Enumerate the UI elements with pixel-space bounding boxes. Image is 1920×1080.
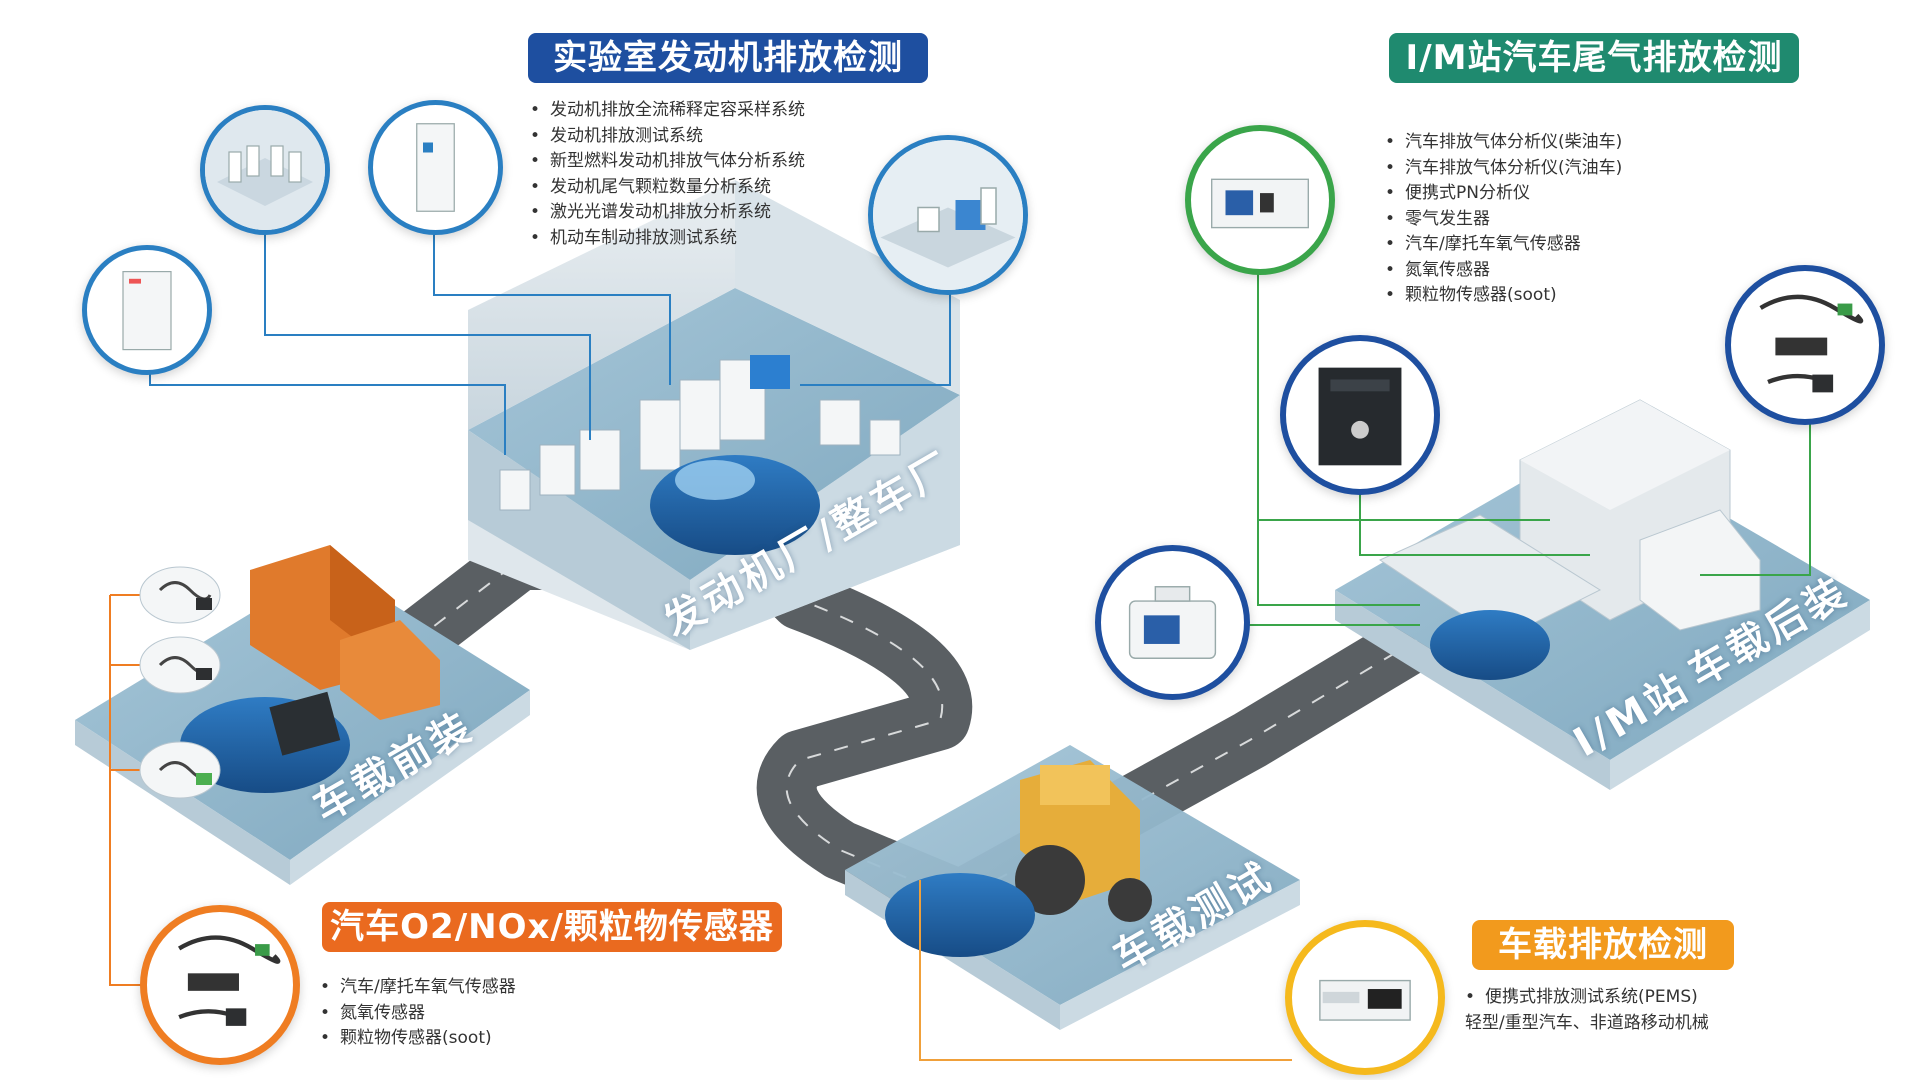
onboard-section-title: 车载排放检测 bbox=[1472, 920, 1734, 970]
engine-plant-platform bbox=[468, 180, 960, 650]
sensors-icon bbox=[1725, 265, 1885, 425]
im-item: 汽车排放气体分析仪(柴油车) bbox=[1385, 130, 1622, 156]
road-test-platform bbox=[845, 745, 1300, 1030]
lab-item: 新型燃料发动机排放气体分析系统 bbox=[530, 149, 805, 175]
sensor-item: 汽车/摩托车氧气传感器 bbox=[320, 975, 516, 1001]
onboard-sub-line: 轻型/重型汽车、非道路移动机械 bbox=[1465, 1013, 1709, 1033]
lab-item: 发动机排放测试系统 bbox=[530, 124, 805, 150]
dilution-cabinet-icon bbox=[82, 245, 212, 375]
sensor-item: 颗粒物传感器(soot) bbox=[320, 1026, 516, 1052]
test-bench-room-icon bbox=[868, 135, 1028, 295]
lab-room-icon bbox=[200, 105, 330, 235]
sensor-connector-lines bbox=[109, 594, 145, 986]
lab-item: 发动机尾气颗粒数量分析系统 bbox=[530, 175, 805, 201]
im-item: 颗粒物传感器(soot) bbox=[1385, 283, 1622, 309]
lab-item: 机动车制动排放测试系统 bbox=[530, 226, 805, 252]
im-item-list: 汽车排放气体分析仪(柴油车) 汽车排放气体分析仪(汽油车) 便携式PN分析仪 零… bbox=[1385, 130, 1622, 309]
sensor-group-icon bbox=[140, 905, 300, 1065]
analyzer-cabinet-icon bbox=[368, 100, 503, 235]
lab-item: 发动机排放全流稀释定容采样系统 bbox=[530, 98, 805, 124]
im-item: 氮氧传感器 bbox=[1385, 258, 1622, 284]
im-item: 零气发生器 bbox=[1385, 207, 1622, 233]
lab-item: 激光光谱发动机排放分析系统 bbox=[530, 200, 805, 226]
im-item: 汽车/摩托车氧气传感器 bbox=[1385, 232, 1622, 258]
im-item: 汽车排放气体分析仪(汽油车) bbox=[1385, 156, 1622, 182]
lab-section-title: 实验室发动机排放检测 bbox=[528, 33, 928, 83]
im-connector-lines bbox=[1240, 260, 1811, 626]
portable-pn-analyzer-icon bbox=[1095, 545, 1250, 700]
onboard-item-list: 便携式排放测试系统(PEMS) bbox=[1465, 985, 1698, 1011]
sensor-section-title: 汽车O2/NOx/颗粒物传感器 bbox=[322, 902, 782, 952]
onboard-item: 便携式排放测试系统(PEMS) bbox=[1465, 985, 1698, 1011]
pems-icon bbox=[1285, 920, 1445, 1075]
gas-analyzer-icon bbox=[1185, 125, 1335, 275]
im-item: 便携式PN分析仪 bbox=[1385, 181, 1622, 207]
sensor-item: 氮氧传感器 bbox=[320, 1001, 516, 1027]
zero-gas-generator-icon bbox=[1280, 335, 1440, 495]
sensor-item-list: 汽车/摩托车氧气传感器 氮氧传感器 颗粒物传感器(soot) bbox=[320, 975, 516, 1052]
lab-item-list: 发动机排放全流稀释定容采样系统 发动机排放测试系统 新型燃料发动机排放气体分析系… bbox=[530, 98, 805, 251]
road bbox=[360, 530, 1480, 930]
left-sensor-icons bbox=[139, 566, 221, 799]
im-section-title: I/M站汽车尾气排放检测 bbox=[1389, 33, 1799, 83]
onboard-connector-lines bbox=[919, 880, 1292, 1061]
